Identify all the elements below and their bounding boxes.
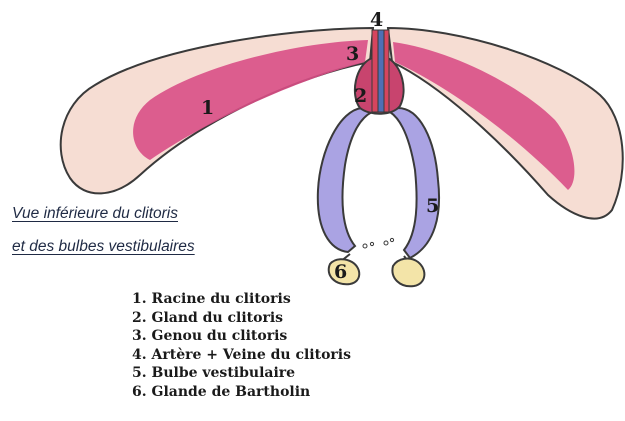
artery-right (384, 30, 389, 112)
legend-item: 4. Artère + Veine du clitoris (132, 346, 351, 365)
right-duct-dot (384, 241, 388, 245)
callout-3: 3 (346, 43, 359, 65)
legend-item: 2. Gland du clitoris (132, 309, 351, 328)
callout-4: 4 (370, 9, 383, 31)
artery-vein (372, 30, 389, 112)
artery (372, 30, 378, 112)
callout-1: 1 (201, 97, 214, 119)
left-duct-dot-2 (370, 242, 373, 245)
legend-item: 3. Genou du clitoris (132, 327, 351, 346)
vestibular-bulbs (318, 108, 439, 258)
right-duct-dot-2 (390, 238, 393, 241)
callout-6: 6 (334, 261, 347, 283)
callout-5: 5 (426, 195, 439, 217)
vein (378, 30, 384, 112)
left-bulb (318, 108, 372, 252)
callout-2: 2 (354, 85, 367, 107)
caption-line-1: Vue inférieure du clitoris (12, 205, 292, 223)
caption-line-2: et des bulbes vestibulaires (12, 238, 292, 256)
legend-item: 5. Bulbe vestibulaire (132, 364, 351, 383)
legend-item: 6. Glande de Bartholin (132, 383, 351, 402)
legend: 1. Racine du clitoris 2. Gland du clitor… (132, 290, 351, 401)
right-bulb (390, 108, 439, 258)
left-duct-dot (363, 244, 367, 248)
legend-item: 1. Racine du clitoris (132, 290, 351, 309)
right-gland (392, 259, 424, 287)
